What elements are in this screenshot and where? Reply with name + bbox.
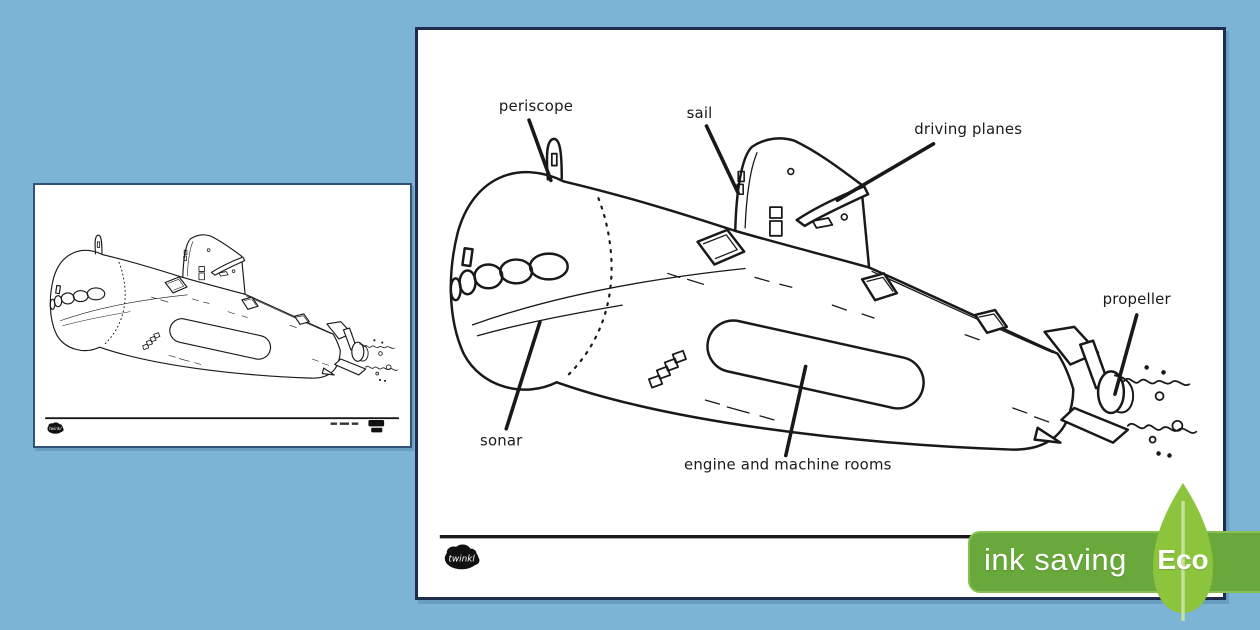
eco-leaf-icon (1153, 483, 1213, 621)
label-propeller: propeller (1103, 290, 1172, 308)
label-leader-lines (504, 118, 1139, 458)
label-sail: sail (687, 104, 713, 122)
label-driving-planes: driving planes (914, 120, 1022, 138)
worksheet-preview-page: periscope sail driving planes propeller … (415, 27, 1226, 600)
label-sonar: sonar (480, 432, 523, 450)
ink-saving-label: ink saving (984, 542, 1127, 577)
label-engine: engine and machine rooms (684, 455, 892, 473)
label-periscope: periscope (499, 97, 573, 115)
eco-label: Eco (1157, 544, 1209, 575)
thumbnail-footer-marks (330, 420, 385, 433)
worksheet-thumbnail[interactable] (33, 183, 412, 448)
